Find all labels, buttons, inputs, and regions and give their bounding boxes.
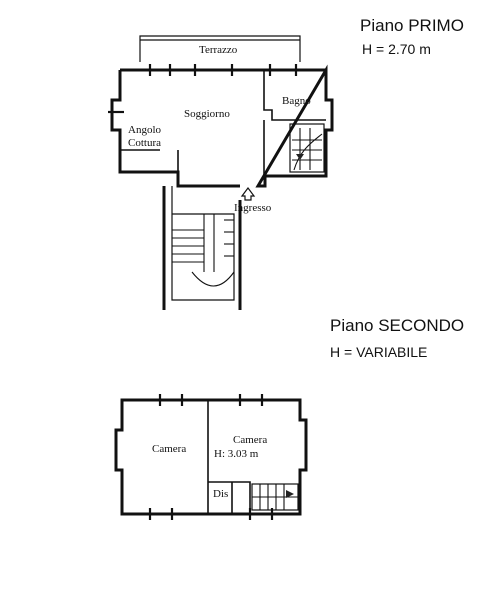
floor-one-title: Piano PRIMO — [360, 16, 464, 35]
living-room-label: Soggiorno — [184, 108, 230, 120]
bathroom-wall — [263, 70, 326, 121]
floor-two-title: Piano SECONDO — [330, 316, 464, 335]
entrance-label: Ingresso — [234, 202, 272, 214]
closet-label: Dis — [213, 488, 228, 500]
bedroom-right-height: H: 3.03 m — [214, 448, 259, 460]
bathroom-label: Bagno — [282, 95, 311, 107]
entrance-arrow-icon — [240, 187, 256, 201]
bedroom-right-label: Camera — [233, 434, 267, 446]
floor-one-height: H = 2.70 m — [362, 41, 431, 57]
floor-one-plan: Terrazzo Soggiorno Bagno Angolo Cottura … — [108, 35, 334, 310]
terrace-area — [139, 35, 301, 62]
floor-two-plan: Camera Camera H: 3.03 m Dis — [114, 394, 308, 520]
floor-one-outer-wall — [110, 64, 334, 188]
floor-two-stair — [251, 483, 299, 511]
spiral-stair — [289, 123, 325, 173]
main-staircase — [162, 186, 242, 310]
terrace-label: Terrazzo — [199, 44, 238, 56]
kitchen-label-line2: Cottura — [128, 137, 161, 149]
floor-two-height: H = VARIABILE — [330, 344, 427, 360]
kitchen-label-line1: Angolo — [128, 124, 162, 136]
bedroom-left-label: Camera — [152, 443, 186, 455]
floor-two-outer-wall — [114, 398, 308, 516]
